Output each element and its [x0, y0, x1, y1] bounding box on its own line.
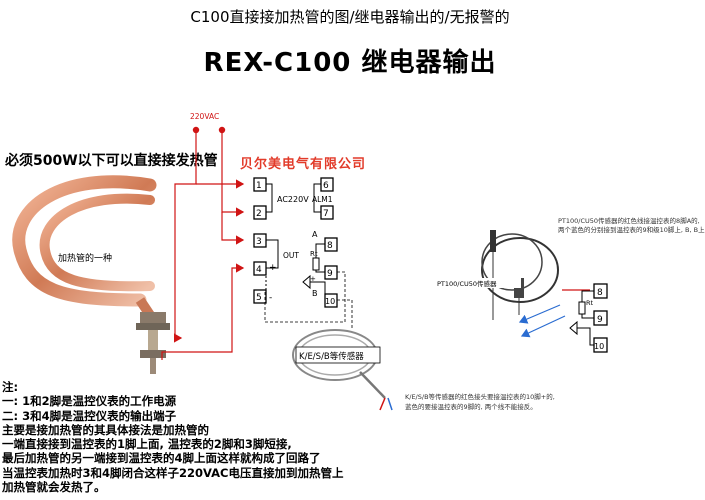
voltage-label: 220VAC — [190, 112, 219, 121]
terminal-a-label: A — [312, 230, 318, 239]
sensor-dashed-wire-2 — [337, 299, 353, 330]
terminal-block-left: 1 2 3 4 + 5 - AC220V OUT — [253, 177, 309, 304]
terminal-7: 7 — [323, 209, 329, 219]
sensor-input-block: 8 9 10 A B Rt + — [302, 230, 338, 308]
thermocouple-note-line: 蓝色的要接温控表的9脚的, 两个线不能接反。 — [405, 403, 537, 411]
heater-image: 加热管的一种 — [12, 175, 170, 374]
notes-line: 一端直接接到温控表的1脚上面, 温控表的2脚和3脚短接, — [2, 437, 292, 452]
terminal-10: 10 — [325, 297, 335, 306]
terminal-1: 1 — [256, 181, 262, 191]
notes-line: 主要是接加热管的其具体接法是加热管的 — [2, 422, 209, 437]
terminal-5: 5 — [256, 293, 262, 303]
alarm-block: 6 7 ALM1 — [312, 177, 334, 220]
notes-line: 加热管就会发热了。 — [2, 480, 106, 495]
right-terminal-9: 9 — [597, 315, 603, 325]
notes-line: 二: 3和4脚是温控仪表的输出端子 — [2, 408, 177, 423]
out-label: OUT — [283, 251, 299, 260]
terminal-9: 9 — [327, 269, 333, 279]
ac-label: AC220V — [277, 195, 309, 204]
terminal-8: 8 — [327, 241, 333, 251]
sensor-dashed-wire — [264, 271, 346, 323]
right-terminal-8: 8 — [597, 288, 603, 298]
pt100-note: PT100/CU50传感器的红色线接温控表的8脚A的, 两个蓝色的分别接到温控表… — [558, 217, 705, 235]
heater-label: 加热管的一种 — [58, 252, 112, 264]
terminal-b-label: B — [312, 289, 318, 298]
power-limit-note: 必须500W以下可以直接接发热管 — [5, 153, 218, 169]
pt100-sensor: PT100/CU50传感器 — [435, 230, 590, 338]
notes-line: 一: 1和2脚是温控仪表的工作电源 — [2, 394, 177, 409]
terminal-2: 2 — [256, 209, 262, 219]
thermocouple-note: K/E/S/B等传感器的红色接头要接温控表的10脚+的, 蓝色的要接温控表的9脚… — [405, 392, 555, 412]
notes-line: 当温控表加热时3和4脚闭合这样子220VAC电压直接加到加热管上 — [2, 465, 344, 480]
power-wiring: 220VAC — [161, 112, 245, 360]
thermocouple-sensor: K/E/S/B等传感器 — [292, 329, 393, 411]
diagram-title: C100直接接加热管的图/继电器输出的/无报警的 — [190, 8, 510, 26]
right-rt-label: Rt — [586, 299, 594, 307]
minus-sign: - — [269, 293, 272, 303]
notes-line: 最后加热管的另一端接到温控表的4脚上面这样就构成了回路了 — [2, 451, 321, 466]
terminal-4: 4 — [256, 265, 262, 275]
pt100-note-line: PT100/CU50传感器的红色线接温控表的8脚A的, — [558, 217, 700, 225]
terminal-block-right: 8 9 10 Rt — [569, 283, 608, 353]
rt-label: Rt — [310, 250, 318, 258]
pt100-note-line: 两个蓝色的分别接到温控表的9和级10脚上, B, B上 — [558, 226, 705, 234]
terminal-3: 3 — [256, 237, 262, 247]
wiring-notes: 注: 一: 1和2脚是温控仪表的工作电源 二: 3和4脚是温控仪表的输出端子 主… — [2, 380, 343, 494]
alarm-label: ALM1 — [312, 195, 333, 204]
notes-heading: 注: — [2, 380, 19, 394]
terminal-6: 6 — [323, 181, 329, 191]
plus-sign-9: + — [310, 275, 316, 283]
sensor-label: K/E/S/B等传感器 — [299, 351, 364, 362]
company-name: 贝尔美电气有限公司 — [240, 157, 367, 172]
right-terminal-10: 10 — [594, 342, 604, 351]
thermocouple-note-line: K/E/S/B等传感器的红色接头要接温控表的10脚+的, — [405, 393, 555, 401]
diagram-subtitle: REX-C100 继电器输出 — [203, 48, 497, 78]
pt-sensor-label: PT100/CU50传感器 — [437, 279, 497, 288]
